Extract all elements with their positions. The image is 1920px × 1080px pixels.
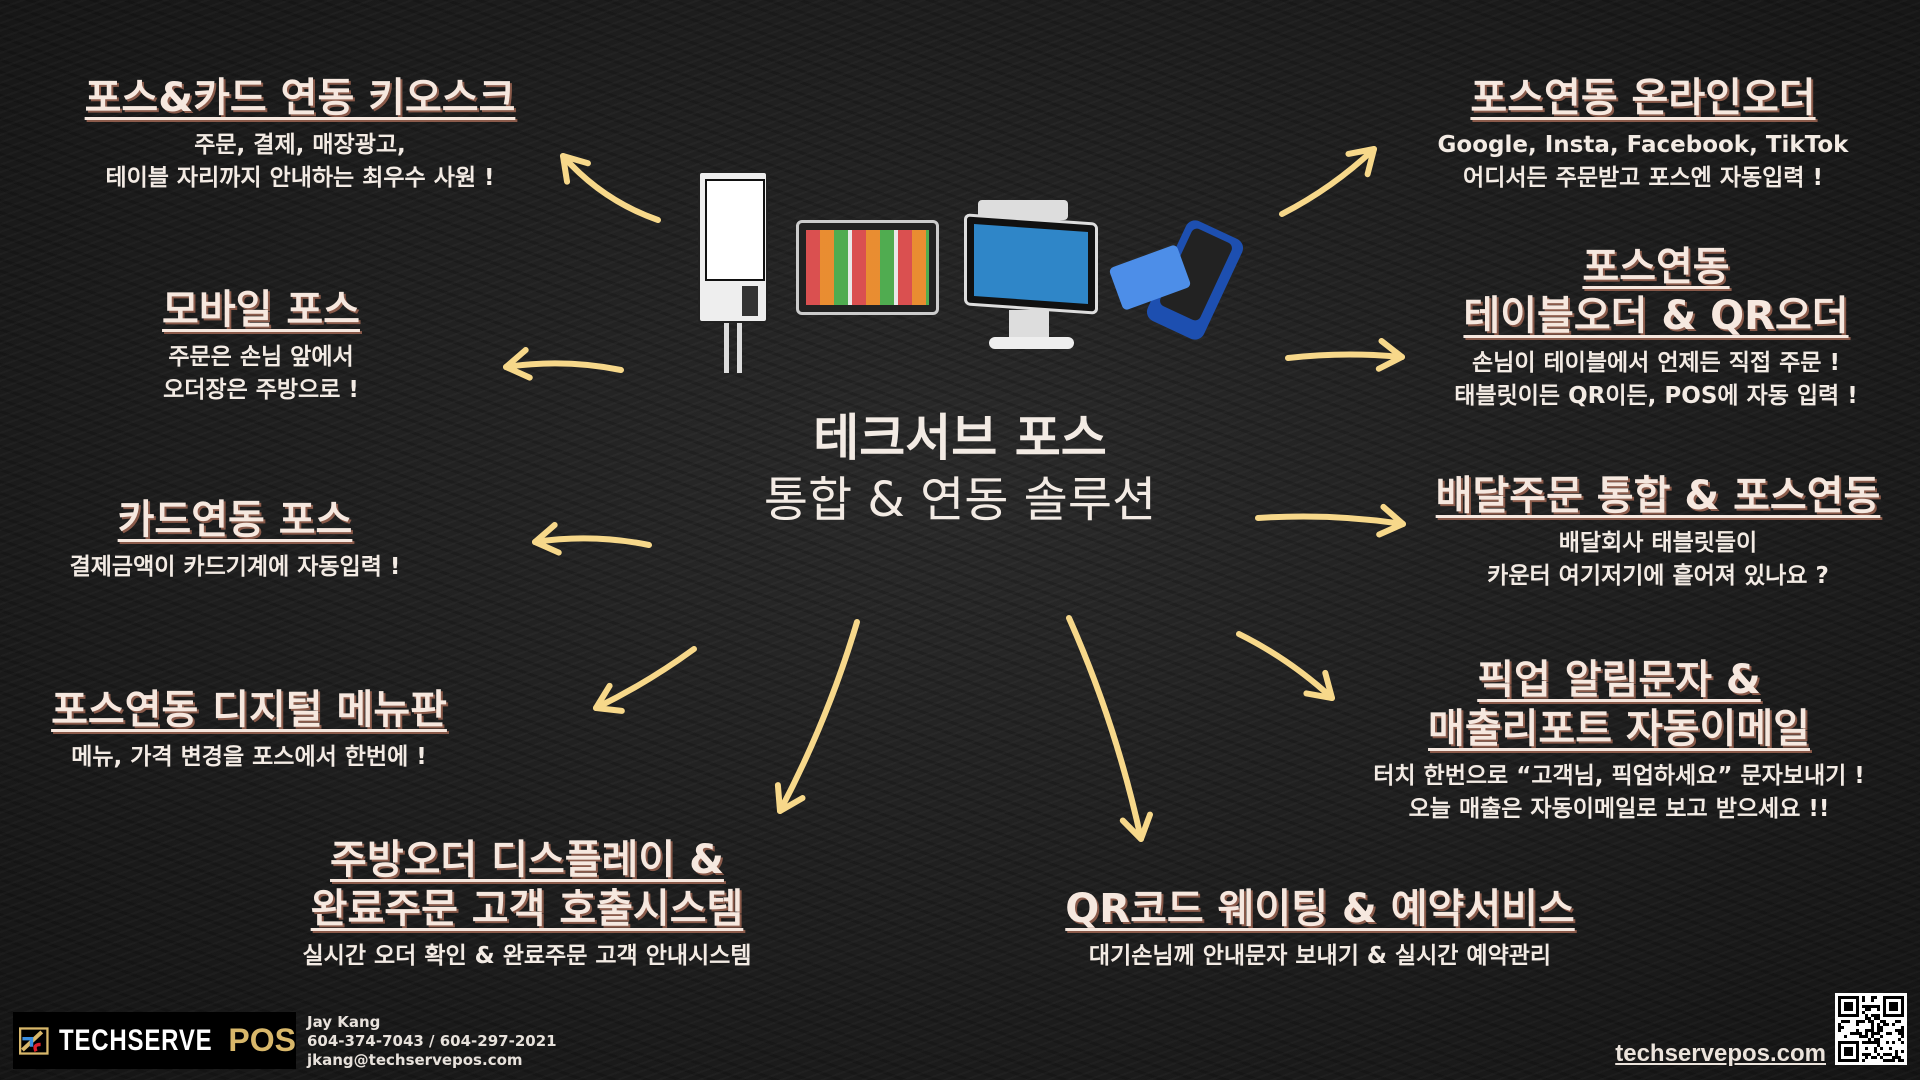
arrow-head-1: [560, 153, 591, 185]
feature-online-order: 포스연동 온라인오더 Google, Insta, Facebook, TikT…: [1438, 74, 1849, 195]
feature-kitchen-display: 주방오더 디스플레이 & 완료주문 고객 호출시스템 실시간 오더 확인 & 완…: [303, 836, 752, 973]
arrow-10: [1279, 146, 1377, 217]
feature-pickup-alert: 픽업 알림문자 & 매출리포트 자동이메일 터치 한번으로 “고객님, 픽업하세…: [1373, 656, 1865, 826]
arrow-head-10: [1345, 146, 1377, 178]
feature-title: 주방오더 디스플레이 &: [330, 837, 724, 883]
arrow-head-2: [503, 347, 533, 381]
arrow-head-8: [1376, 503, 1406, 538]
arrow-head-9: [1375, 338, 1405, 372]
website-link[interactable]: techservepos.com: [1615, 1040, 1826, 1067]
feature-title: 카드연동 포스: [117, 497, 353, 543]
arrow-9: [1285, 351, 1405, 361]
logo-text: TECHSERVE: [58, 1023, 213, 1057]
pos-terminal-image: [964, 200, 1098, 349]
feature-line: 대기손님께 안내문자 보내기 & 실시간 예약관리: [1088, 943, 1552, 969]
arrow-6: [1066, 615, 1144, 842]
qr-code: [1835, 993, 1907, 1065]
center-title: 테크서브 포스 통합 & 연동 솔루션: [764, 407, 1156, 531]
feature-digital-menu: 포스연동 디지털 메뉴판 메뉴, 가격 변경을 포스에서 한번에 !: [51, 686, 447, 774]
logo-accent: POS: [228, 1022, 296, 1058]
arrow-7: [1236, 631, 1335, 701]
logo-mark-icon: [19, 1026, 49, 1055]
feature-qr-waiting: QR코드 웨이팅 & 예약서비스 대기손님께 안내문자 보내기 & 실시간 예약…: [1065, 885, 1574, 973]
main-title: 테크서브 포스: [813, 409, 1107, 467]
kiosk-image: [698, 171, 768, 373]
contact-email[interactable]: jkang@techservepos.com: [307, 1051, 523, 1069]
feature-line: 태블릿이든 QR이든, POS에 자동 입력 !: [1454, 383, 1858, 409]
feature-title: 완료주문 고객 호출시스템: [310, 886, 744, 932]
feature-line: 실시간 오더 확인 & 완료주문 고객 안내시스템: [302, 943, 752, 969]
feature-kiosk: 포스&카드 연동 키오스크 주문, 결제, 매장광고, 테이블 자리까지 안내하는…: [85, 74, 516, 195]
feature-title: 모바일 포스: [162, 287, 360, 333]
feature-title: 픽업 알림문자 &: [1477, 657, 1761, 703]
arrow-head-4: [593, 682, 625, 714]
arrow-5: [777, 619, 860, 814]
arrow-4: [593, 646, 697, 711]
arrow-8: [1255, 513, 1406, 527]
feature-table-order: 포스연동 테이블오더 & QR오더 손님이 테이블에서 언제든 직접 주문 ! 태…: [1454, 243, 1857, 413]
feature-title: QR코드 웨이팅 & 예약서비스: [1065, 886, 1575, 932]
arrow-3: [532, 535, 652, 548]
feature-card-pos: 카드연동 포스 결제금액이 카드기계에 자동입력 !: [70, 496, 401, 584]
card-terminal-image: [1108, 217, 1261, 343]
feature-line: 테이블 자리까지 안내하는 최우수 사원 !: [105, 165, 495, 191]
feature-line: 오더장은 주방으로 !: [163, 377, 359, 403]
arrow-head-3: [532, 521, 562, 556]
arrow-2: [503, 360, 624, 373]
tablet-image: [796, 220, 939, 315]
contact-info: Jay Kang 604-374-7043 / 604-297-2021 jka…: [307, 1013, 557, 1070]
arrow-head-7: [1303, 669, 1335, 701]
feature-title: 테이블오더 & QR오더: [1463, 293, 1849, 339]
arrow-head-5: [774, 782, 806, 814]
feature-line: 오늘 매출은 자동이메일로 보고 받으세요 !!: [1408, 796, 1830, 822]
arrow-1: [560, 153, 661, 223]
feature-title: 포스연동: [1582, 244, 1730, 290]
feature-line: 메뉴, 가격 변경을 포스에서 한번에 !: [71, 744, 427, 770]
feature-title: 포스연동 온라인오더: [1470, 75, 1816, 121]
feature-line: 주문은 손님 앞에서: [168, 344, 354, 370]
feature-title: 포스&카드 연동 키오스크: [84, 75, 516, 121]
techserve-logo: TECHSERVE POS: [13, 1012, 296, 1069]
feature-line: 어디서든 주문받고 포스엔 자동입력 !: [1463, 165, 1823, 191]
arrow-head-6: [1119, 811, 1153, 842]
contact-phones: 604-374-7043 / 604-297-2021: [307, 1032, 557, 1050]
feature-title: 포스연동 디지털 메뉴판: [51, 687, 447, 733]
feature-title: 배달주문 통합 & 포스연동: [1435, 473, 1881, 519]
feature-title: 매출리포트 자동이메일: [1428, 706, 1810, 752]
feature-line: 터치 한번으로 “고객님, 픽업하세요” 문자보내기 !: [1373, 763, 1865, 789]
qr-code-icon: [1838, 996, 1904, 1062]
contact-name: Jay Kang: [307, 1013, 381, 1031]
feature-line: 결제금액이 카드기계에 자동입력 !: [69, 554, 401, 580]
feature-line: 손님이 테이블에서 언제든 직접 주문 !: [1472, 350, 1840, 376]
feature-line: 주문, 결제, 매장광고,: [194, 132, 406, 158]
feature-line: 카운터 여기저기에 흩어져 있나요 ?: [1487, 563, 1829, 589]
feature-line: Google, Insta, Facebook, TikTok: [1437, 132, 1849, 158]
feature-line: 배달회사 태블릿들이: [1558, 530, 1758, 556]
main-subtitle: 통합 & 연동 솔루션: [763, 472, 1157, 528]
